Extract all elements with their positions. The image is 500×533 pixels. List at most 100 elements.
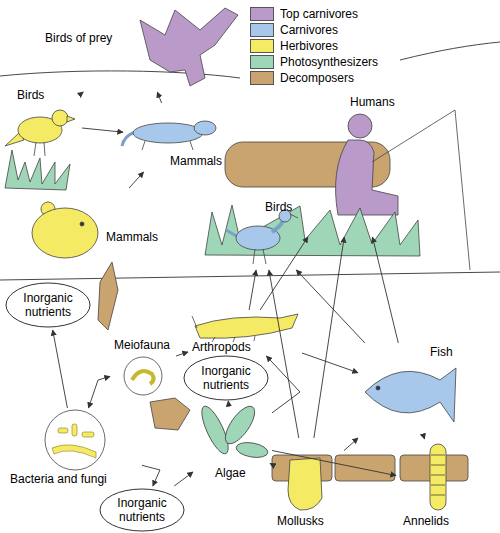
food-web-arrow xyxy=(174,472,193,486)
marsh-grass xyxy=(205,205,420,256)
nutrient-oval: Inorganic nutrients xyxy=(5,282,91,328)
legend-swatch xyxy=(250,39,274,53)
food-web-arrow xyxy=(176,352,188,356)
horizon-line xyxy=(400,42,500,60)
organism-label: Humans xyxy=(350,95,395,109)
arthropod-figure xyxy=(195,314,298,338)
organism-node: Annelids xyxy=(398,440,478,528)
legend-row: Carnivores xyxy=(250,22,378,38)
water-line xyxy=(0,272,500,280)
fish-eye xyxy=(376,386,380,390)
food-web-arrow xyxy=(53,330,68,408)
food-web-arrow xyxy=(142,465,160,486)
oval-label: Inorganic nutrients xyxy=(194,364,258,392)
legend-label: Photosynthesizers xyxy=(280,55,378,69)
herbivore-mammal-figure xyxy=(32,208,98,258)
food-web-arrow xyxy=(89,377,111,409)
carnivore-mammal-figure xyxy=(133,123,203,143)
legend-row: Top carnivores xyxy=(250,6,378,22)
legend-label: Top carnivores xyxy=(280,7,358,21)
organism-label: Birds xyxy=(17,88,44,102)
legend-row: Herbivores xyxy=(250,38,378,54)
organism-node: Birds of prey xyxy=(40,5,240,90)
food-web-arrow xyxy=(129,172,144,188)
food-web-arrow xyxy=(82,92,83,93)
arthropod-legs xyxy=(192,316,255,342)
bird-head xyxy=(52,110,68,126)
meiofauna-circle xyxy=(124,357,162,395)
algae-figure xyxy=(220,402,260,448)
organism-node: Bacteria and fungi xyxy=(10,410,140,486)
bacteria-circle xyxy=(45,410,105,470)
fish-figure xyxy=(365,368,456,422)
sediment xyxy=(335,455,395,481)
legend: Top carnivoresCarnivoresHerbivoresPhotos… xyxy=(250,6,378,86)
detritus xyxy=(150,398,190,430)
bacteria-figure xyxy=(52,424,96,458)
oval-label: Inorganic nutrients xyxy=(16,291,80,319)
food-web-arrow xyxy=(249,270,256,310)
food-web-arrow xyxy=(82,128,123,132)
organism-node: Mollusks xyxy=(272,440,342,528)
organism-label: Mammals xyxy=(170,154,222,168)
organism-label: Bacteria and fungi xyxy=(10,472,107,486)
grass xyxy=(5,150,70,190)
legend-swatch xyxy=(250,55,274,69)
food-web-arrow xyxy=(266,356,300,413)
organism-label: Meiofauna xyxy=(114,338,170,352)
organism-label: Fish xyxy=(430,345,453,359)
bird-legs xyxy=(34,142,45,156)
organism-node: Fish xyxy=(360,345,460,437)
legend-row: Photosynthesizers xyxy=(250,54,378,70)
legend-label: Carnivores xyxy=(280,23,338,37)
bird-legs xyxy=(253,249,266,264)
food-web-arrow xyxy=(260,237,308,310)
food-web-arrow xyxy=(424,438,425,439)
organism-node: Algae xyxy=(195,403,270,482)
decaying-plant xyxy=(98,262,118,330)
bird-of-prey-figure xyxy=(140,8,238,86)
mammal-legs xyxy=(142,141,193,150)
organism-label: Annelids xyxy=(403,514,449,528)
food-web-arrow xyxy=(269,270,299,438)
bird-beak xyxy=(67,116,75,122)
organism-node: Humans xyxy=(300,95,410,235)
food-web-arrow xyxy=(228,401,229,403)
organism-node: Arthropods xyxy=(190,312,300,354)
organism-node: Birds xyxy=(5,88,80,160)
legend-row: Decomposers xyxy=(250,70,378,86)
food-web-arrow xyxy=(270,463,272,464)
nutrient-oval: Inorganic nutrients xyxy=(183,355,269,401)
nutrient-oval: Inorganic nutrients xyxy=(99,488,185,532)
food-web-arrow xyxy=(296,270,365,343)
legend-label: Decomposers xyxy=(280,71,354,85)
organism-label: Mammals xyxy=(106,230,158,244)
food-web-arrow xyxy=(272,451,396,476)
organism-label: Mollusks xyxy=(277,514,324,528)
oval-label: Inorganic nutrients xyxy=(110,496,174,524)
organism-node: Meiofauna xyxy=(112,338,174,396)
food-web-arrow xyxy=(344,438,358,451)
organism-node: Mammals xyxy=(28,190,161,262)
human-head xyxy=(348,114,372,138)
food-web-arrow xyxy=(373,237,399,343)
organism-node: Mammals xyxy=(125,105,225,170)
organism-label: Arthropods xyxy=(192,340,251,354)
legend-label: Herbivores xyxy=(280,39,338,53)
legend-swatch xyxy=(250,71,274,85)
algae-figure xyxy=(235,440,269,459)
organism-label: Birds xyxy=(265,200,292,214)
legend-swatch xyxy=(250,23,274,37)
mammal-eye xyxy=(80,222,84,226)
organism-node: Birds xyxy=(225,200,300,268)
organism-label: Algae xyxy=(215,466,246,480)
annelid-segments xyxy=(431,455,445,495)
meiofauna-figure xyxy=(132,371,154,384)
legend-swatch xyxy=(250,7,274,21)
food-web-arrow xyxy=(302,353,358,373)
bird-beak xyxy=(290,214,298,218)
annelid-figure xyxy=(430,444,446,510)
mammal-head xyxy=(194,121,216,135)
organism-label: Birds of prey xyxy=(45,31,112,45)
